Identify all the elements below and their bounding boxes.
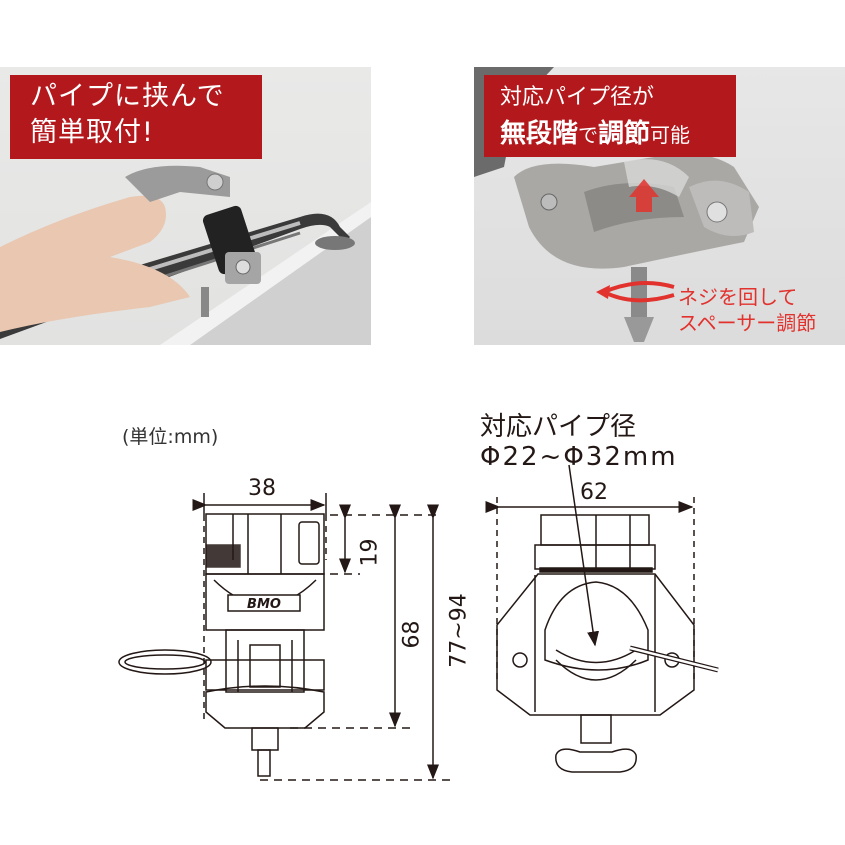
- adjust-banner-line2: 無段階で調節可能: [500, 119, 690, 150]
- pipe-diameter-label: 対応パイプ径 Φ22~Φ32mm: [480, 412, 678, 472]
- screw-annotation-line1: ネジを回して: [678, 285, 798, 309]
- unit-label: (単位:mm): [122, 426, 219, 448]
- total-height-dimension: 77~94: [446, 593, 472, 668]
- front-width-dimension: 62: [580, 480, 608, 505]
- adjust-banner-bold-b: 調節: [598, 119, 651, 149]
- adjust-banner-line1: 対応パイプ径が: [500, 85, 655, 110]
- adjust-banner: 対応パイプ径が 無段階で調節可能: [484, 75, 736, 157]
- install-photo: パイプに挟んで 簡単取付!: [0, 67, 371, 345]
- bmo-logo: BMO: [247, 597, 281, 612]
- front-view-drawing: [485, 464, 719, 773]
- top-height-dimension: 19: [357, 538, 383, 567]
- adjust-banner-normal-b: 可能: [650, 123, 691, 147]
- pipe-diameter-range: Φ22~Φ32mm: [480, 442, 678, 472]
- adjust-photo: 対応パイプ径が 無段階で調節可能 ネジを回して スペーサー調節: [474, 67, 845, 345]
- screw-annotation-line2: スペーサー調節: [678, 311, 817, 335]
- install-banner: パイプに挟んで 簡単取付!: [10, 75, 262, 159]
- side-width-dimension: 38: [248, 476, 276, 501]
- adjust-banner-bold-a: 無段階: [500, 119, 579, 149]
- adjust-banner-normal-a: で: [578, 123, 599, 147]
- install-banner-line2: 簡単取付!: [30, 117, 154, 148]
- pipe-clamp-photo-illustration: [0, 165, 371, 345]
- body-height-dimension: 68: [399, 620, 425, 649]
- pipe-diameter-title: 対応パイプ径: [480, 412, 637, 442]
- install-banner-line1: パイプに挟んで: [30, 81, 225, 112]
